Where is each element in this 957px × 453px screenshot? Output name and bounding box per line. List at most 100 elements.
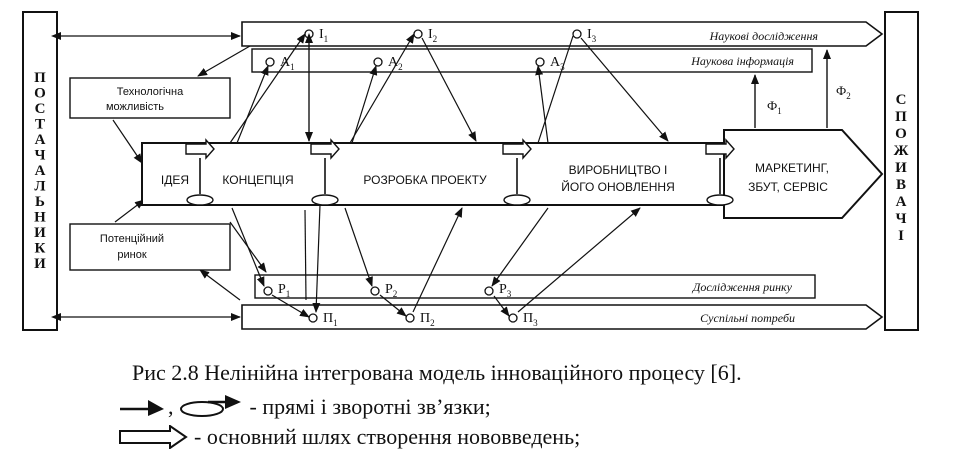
figure-caption: Рис 2.8 Нелінійна інтегрована модель інн… (132, 360, 742, 385)
consumers-letter: С (896, 92, 907, 108)
a-label: A2 (388, 55, 403, 72)
feedback-link (351, 65, 378, 144)
i-node (572, 29, 582, 39)
main-path-arrow-icon (310, 138, 340, 160)
pi-label: П2 (420, 311, 435, 328)
p-label: P3 (499, 282, 512, 299)
feedback-loop-icon (503, 194, 531, 206)
main-path-arrow-icon (502, 138, 532, 160)
consumers-letter: І (898, 228, 904, 244)
suppliers-letter: И (34, 225, 46, 241)
legend-main-path-text: - основний шлях створення нововведень; (194, 424, 581, 449)
p-node (484, 286, 494, 296)
tech-to-idea-link (112, 119, 143, 164)
top-link-group: I3A3 (535, 27, 669, 144)
suppliers-letter: Л (34, 179, 45, 195)
pi-label: П3 (523, 311, 538, 328)
consumers-letter: В (896, 177, 906, 193)
suppliers-letter: Ч (34, 148, 45, 164)
stage-idea: ІДЕЯ (161, 173, 189, 187)
p-node (263, 286, 273, 296)
feedback-link (491, 207, 549, 287)
legend-comma: , (168, 394, 174, 419)
i-label: I1 (319, 27, 328, 44)
feedback-link (517, 207, 641, 313)
legend-row-2: - основний шлях створення нововведень; (118, 424, 580, 450)
suppliers-letter: А (35, 132, 46, 148)
market-to-idea-link (114, 199, 145, 223)
feedback-link (412, 207, 463, 313)
suppliers-letter: К (35, 241, 46, 257)
process-body (141, 142, 725, 206)
science-research-band (241, 21, 884, 47)
a-node (265, 57, 275, 67)
feedback-link (535, 65, 549, 144)
feedback-link (537, 35, 574, 144)
suppliers-letter: О (34, 86, 46, 102)
suppliers-letter: Н (34, 210, 46, 226)
a-node (535, 57, 545, 67)
suppliers-letter: С (35, 101, 46, 117)
feedback-link (304, 209, 307, 301)
pi-node (508, 313, 518, 323)
science-research-label: Наукові дослідження (709, 29, 819, 43)
needs-to-market-link (199, 269, 241, 301)
stage-divider (310, 138, 340, 206)
stage-divider (705, 138, 735, 206)
suppliers-letter: П (34, 70, 46, 86)
top-feedback-links: I1A1I2A2I3A3 (229, 27, 669, 144)
stage-production-line2: ЙОГО ОНОВЛЕННЯ (561, 179, 675, 194)
stage-marketing-line2: ЗБУТ, СЕРВІС (748, 180, 828, 194)
stage-production-line1: ВИРОБНИЦТВО І (569, 163, 668, 177)
band-to-tech-link (197, 45, 251, 77)
feedback-loop-icon (311, 194, 339, 206)
main-path-arrow-icon (119, 425, 188, 449)
feedback-link (379, 294, 407, 317)
stage-concept: КОНЦЕПЦІЯ (222, 173, 293, 187)
tech-possibility-line2: можливість (106, 101, 164, 113)
a-node (373, 57, 383, 67)
social-needs-label: Суспільні потреби (700, 311, 795, 325)
pi-label: П1 (323, 311, 338, 328)
main-path-arrow-icon (185, 138, 215, 160)
tech-possibility-line1: Технологічна (117, 86, 184, 98)
feedback-link (493, 295, 510, 317)
suppliers-box (22, 11, 58, 331)
legend-row-1: , - прямі і зворотні зв’язки; (118, 394, 491, 420)
feedback-loop-icon (706, 194, 734, 206)
phi1-label: Ф1 (767, 98, 782, 116)
stage-design: РОЗРОБКА ПРОЕКТУ (363, 173, 487, 187)
stage-dividers (185, 138, 735, 206)
i-node (304, 29, 314, 39)
consumers-letter: П (895, 109, 907, 125)
market-research-label: Дослідження ринку (692, 280, 793, 294)
feedback-loop-icon (186, 194, 214, 206)
suppliers-letter: И (34, 256, 46, 272)
direct-link-arrow-icon (120, 400, 164, 416)
p-label: P1 (278, 282, 290, 299)
science-info-band (251, 48, 813, 73)
consumers-letter: Ж (894, 143, 909, 159)
consumers-letter: И (895, 160, 907, 176)
feedback-link (312, 204, 321, 313)
stage-divider (502, 138, 532, 206)
pi-node (405, 313, 415, 323)
potential-market-line1: Потенційний (100, 233, 164, 245)
consumers-letter: А (896, 194, 907, 210)
feedback-link (231, 207, 265, 287)
stage-divider (185, 138, 215, 206)
feedback-link (580, 37, 669, 142)
consumers-letter: Ч (895, 211, 906, 227)
i-label: I3 (587, 27, 597, 44)
feedback-link (344, 207, 373, 287)
feedback-link (236, 65, 269, 144)
potential-market-line2: ринок (117, 249, 146, 261)
i-label: I2 (428, 27, 438, 44)
suppliers-letter: А (35, 163, 46, 179)
feedback-loop-icon (179, 395, 241, 417)
